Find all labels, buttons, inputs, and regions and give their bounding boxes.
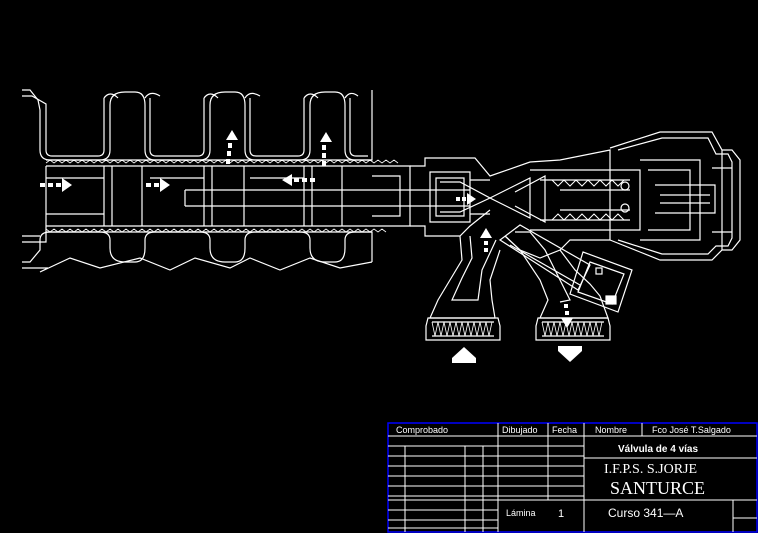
fecha-label: Fecha <box>552 425 577 435</box>
flow-arrow-left <box>282 174 315 186</box>
cylinder-body <box>22 89 470 273</box>
nombre-label: Nombre <box>595 425 627 435</box>
lamina-number: 1 <box>558 508 564 520</box>
school-name: I.F.P.S. S.JORJE <box>604 462 697 477</box>
flow-arrow-down <box>561 304 573 328</box>
comprobado-label: Comprobado <box>396 425 448 435</box>
dibujado-label: Dibujado <box>502 425 538 435</box>
flow-arrow-up <box>320 132 332 166</box>
flow-arrows <box>40 130 582 363</box>
lamina-label: Lámina <box>506 508 536 518</box>
city-name: SANTURCE <box>610 478 705 498</box>
title-block: Comprobado Dibujado Fecha Nombre Fco Jos… <box>387 422 758 533</box>
flow-arrow-right <box>456 193 476 205</box>
course-code: Curso 341—A <box>608 506 683 520</box>
solenoid-head <box>609 131 741 261</box>
flow-arrow-up <box>480 228 492 252</box>
drawing-title: Válvula de 4 vías <box>618 444 698 455</box>
author-name: Fco José T.Salgado <box>652 425 731 435</box>
inlet-arrow-up <box>452 347 476 363</box>
flow-arrow-up <box>226 130 238 164</box>
flow-arrow-right <box>146 178 170 192</box>
valve-body <box>410 149 641 341</box>
outlet-arrow-down <box>558 346 582 362</box>
flow-arrow-right <box>40 178 72 192</box>
